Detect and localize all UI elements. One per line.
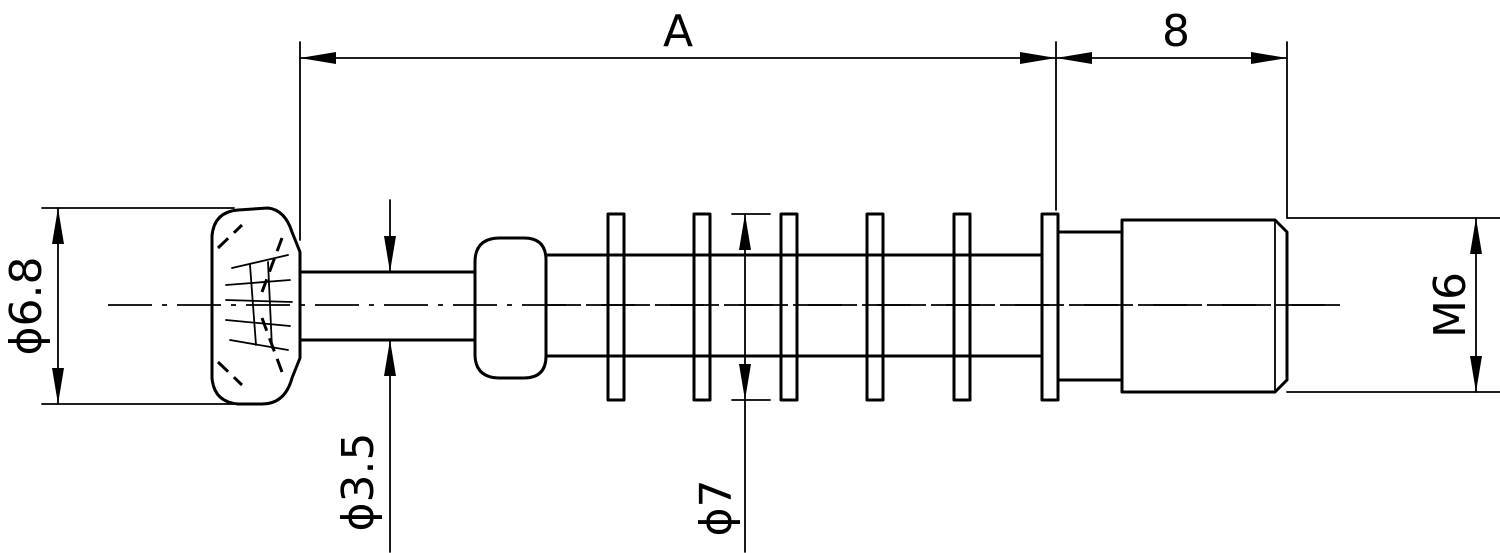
fin — [606, 212, 626, 402]
fin — [779, 212, 799, 402]
pin-body — [544, 253, 1044, 358]
dimension-a: A — [299, 6, 1057, 241]
fin — [1040, 212, 1060, 402]
pin-shank — [1056, 230, 1124, 382]
threaded-end — [1120, 218, 1289, 394]
fin — [865, 212, 885, 402]
dimension-thread-length: 8 — [1055, 6, 1288, 219]
pin-collar — [473, 236, 548, 380]
fin — [952, 212, 972, 402]
dimension-head-diameter-label: ϕ6.8 — [1, 257, 52, 356]
pin-fins — [606, 212, 1060, 402]
dimension-neck-diameter-label: ϕ3.5 — [333, 433, 384, 532]
dimension-neck-diameter: ϕ3.5 — [333, 199, 396, 553]
dimension-head-diameter: ϕ6.8 — [1, 207, 235, 405]
pin-neck — [298, 270, 476, 342]
head-knurl-lines — [225, 254, 293, 351]
dimension-a-label: A — [663, 6, 693, 57]
pin-head — [210, 206, 302, 406]
dimension-thread-label: M6 — [1425, 272, 1476, 338]
dimension-thread: M6 — [1286, 217, 1500, 393]
fin — [692, 212, 712, 402]
dimension-body-diameter-label: ϕ7 — [691, 479, 742, 536]
dimension-thread-length-label: 8 — [1162, 6, 1190, 57]
dimension-body-diameter: ϕ7 — [691, 213, 771, 553]
